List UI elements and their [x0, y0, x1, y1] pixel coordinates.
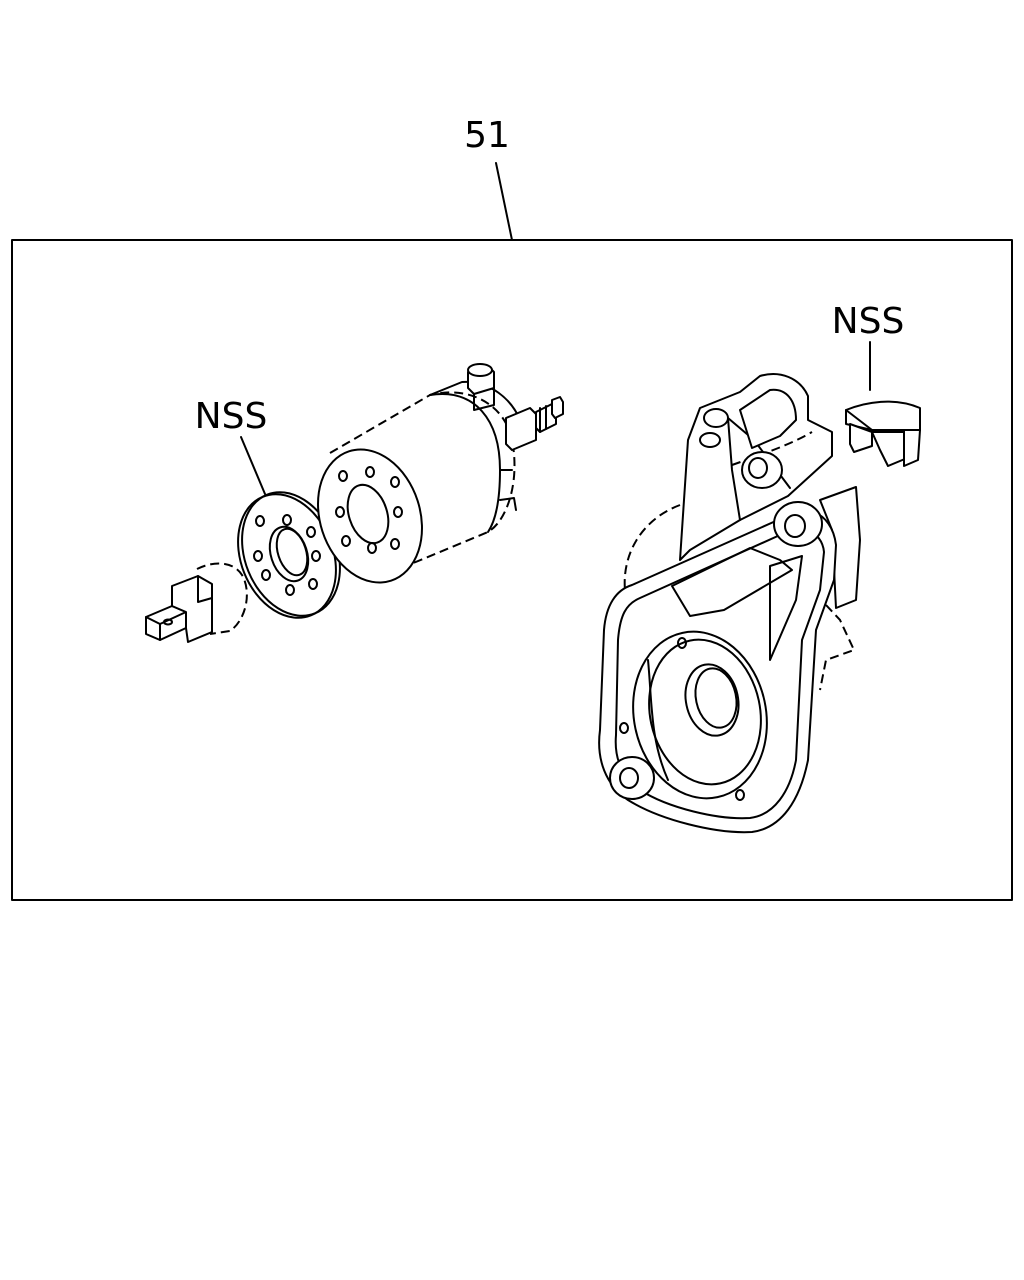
solenoid-part — [317, 363, 564, 584]
washer-callout-label: NSS — [195, 396, 268, 437]
plunger-part — [145, 562, 248, 643]
washer-part — [237, 491, 341, 619]
clip-callout-label: NSS — [832, 301, 905, 342]
washer-callout-leader — [240, 436, 266, 495]
housing-part — [598, 373, 861, 834]
assembly-frame — [11, 239, 1013, 901]
clip-part — [845, 400, 921, 467]
callout-51-label: 51 — [464, 115, 510, 156]
callout-51-leader — [495, 162, 513, 241]
